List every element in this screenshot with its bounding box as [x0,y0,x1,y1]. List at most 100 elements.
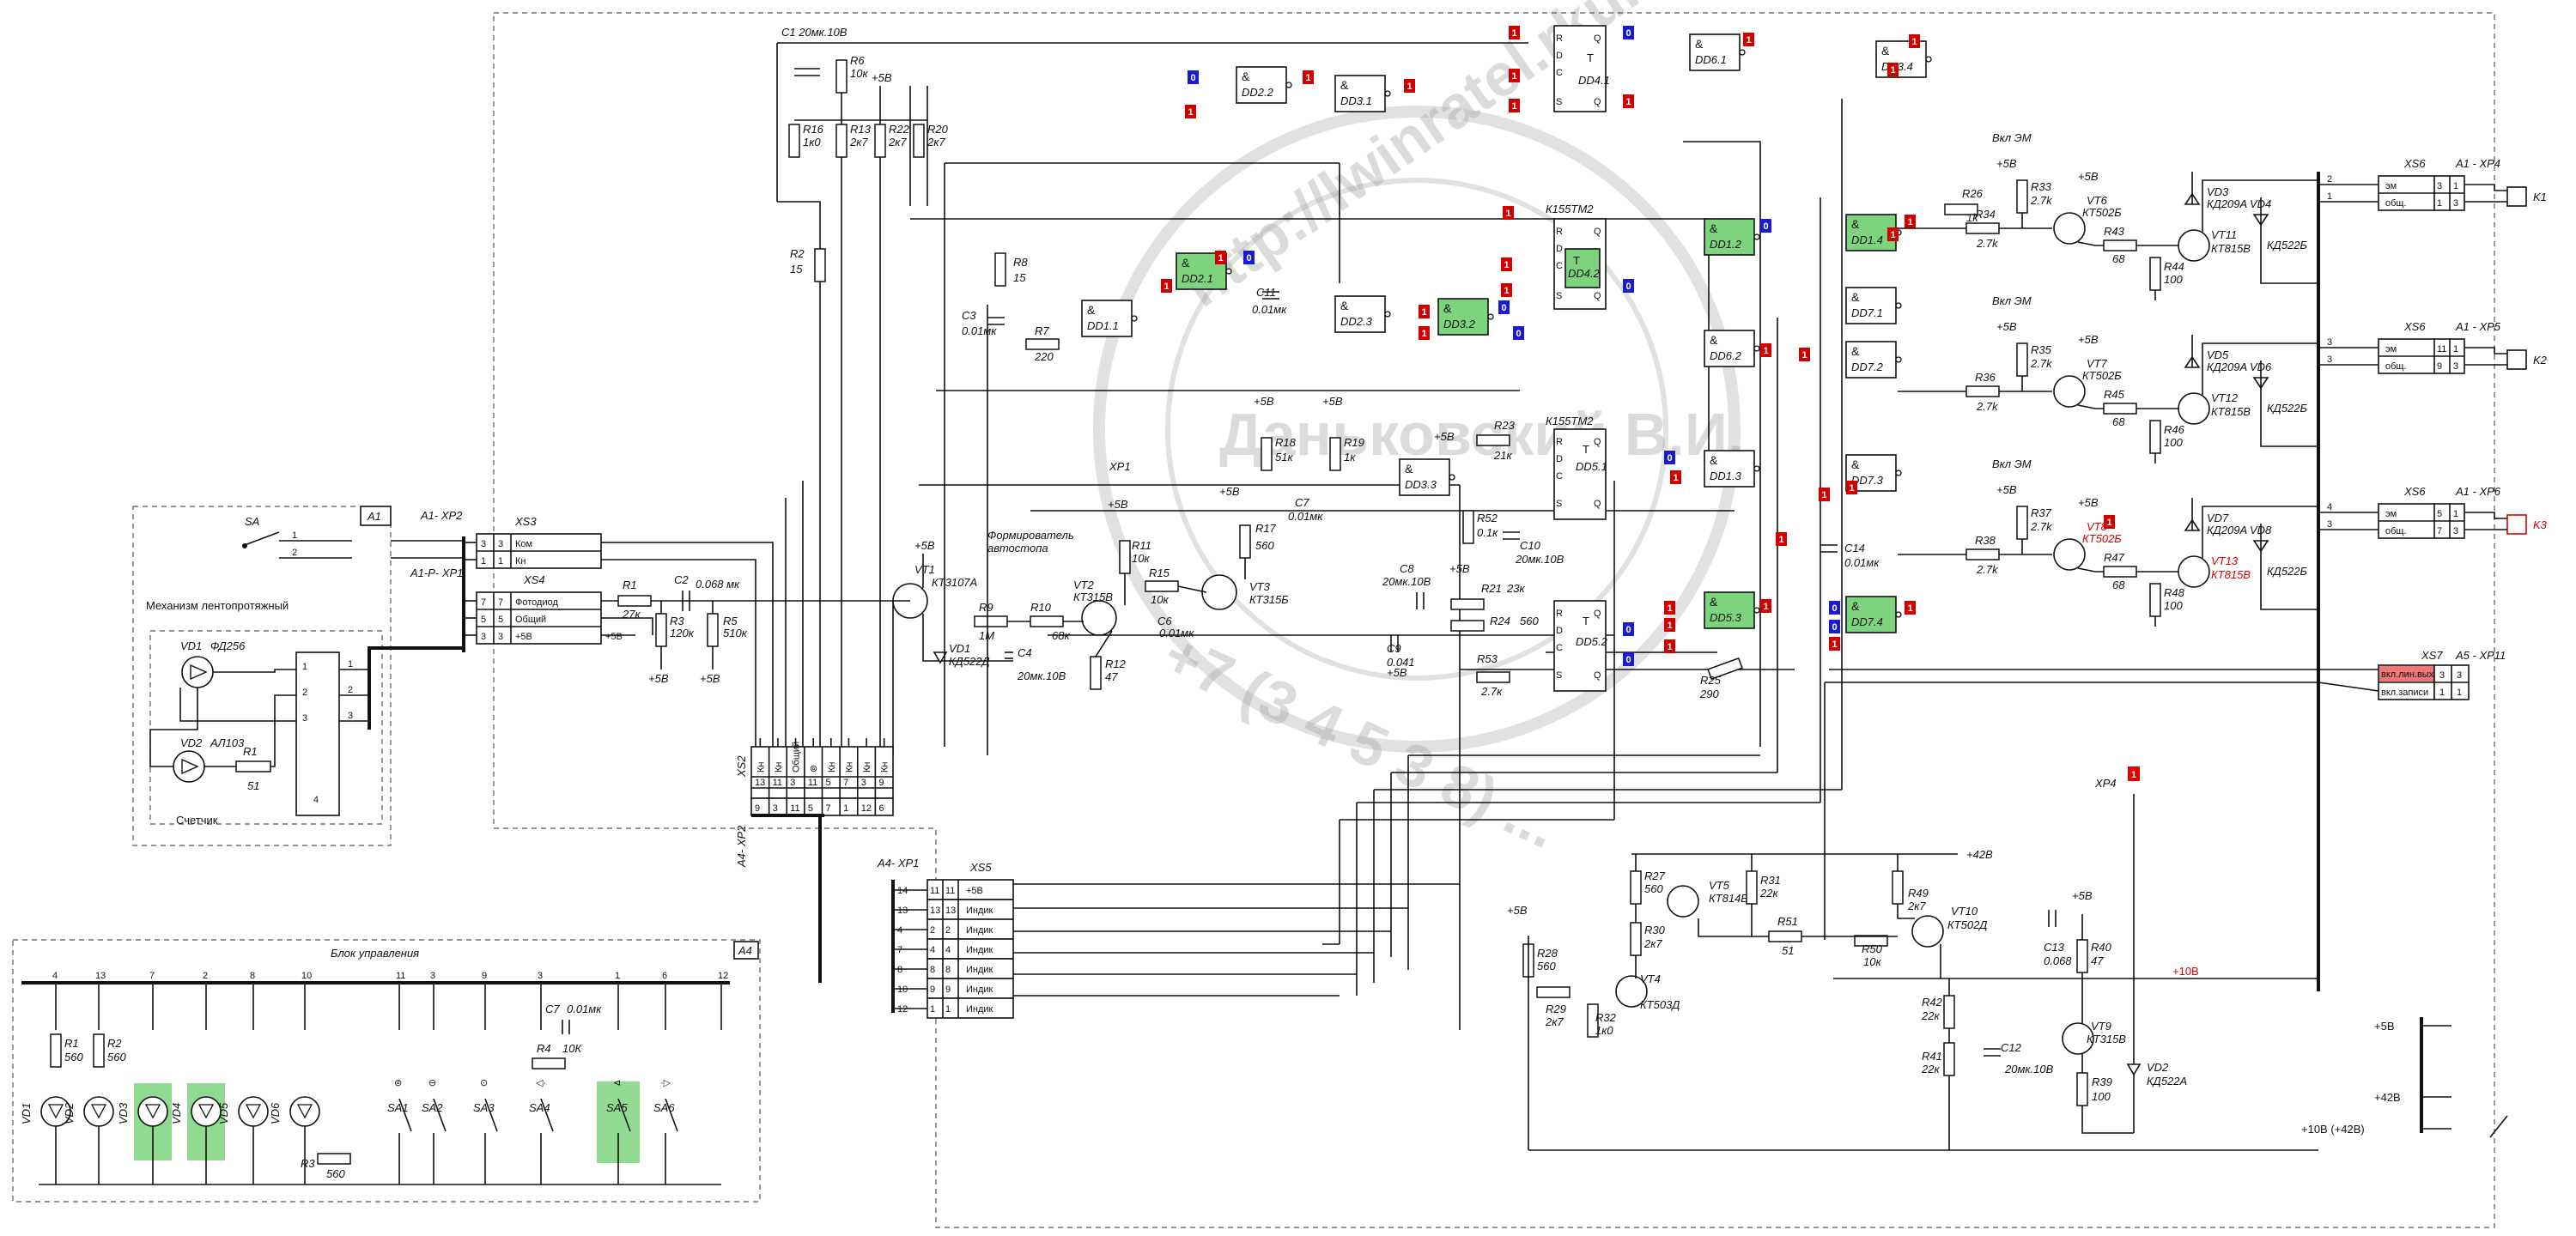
a4-resistor [93,1033,105,1068]
gate-inverter [1449,474,1455,481]
xs7-r2-label: вкл.записи [2381,688,2428,698]
r6-value: 10к [850,67,868,80]
r7-label: R7 [1035,324,1049,337]
gate-and-symbol: & [1695,37,1704,51]
stage-d1-type: КД209А [2207,197,2247,210]
stage-5v: +5В [1996,483,2017,496]
xs2-col-label: Кн [862,762,872,772]
stage-r1-value: 2.7k [2030,357,2053,370]
logic-flag-0 [1829,620,1840,633]
gate-inverter [1384,90,1391,97]
r7-value: 220 [1034,350,1054,363]
a4-led-label: VD2 [63,1102,76,1124]
gate-name: DD3.2 [1443,318,1476,330]
gate-inverter [1895,302,1902,309]
logic-flag-1 [1623,94,1634,108]
r22-value: 2к7 [888,136,907,148]
stage-rb-label: R34 [1975,208,1996,221]
xs6-pin-c: 1 [2453,509,2458,519]
svg-text:1: 1 [302,662,307,672]
logic-flag-value: 1 [1890,230,1895,240]
xs6-label: XS6 [2403,157,2426,170]
r51-label: R51 [1777,915,1798,928]
a4-switch-label: SA2 [422,1101,443,1114]
p42-rail: +42B [2374,1091,2401,1104]
r5-5v: +5В [700,672,720,685]
b-r4-label: R4 [537,1042,551,1055]
gate-inverter [1285,82,1292,88]
a4-led-label: VD3 [117,1102,130,1124]
r51-value: 51 [1782,944,1794,957]
stage-rg [2149,583,2161,617]
stage-wire [2202,179,2318,232]
logic-flag-value: 1 [1907,217,1912,227]
p5-rail: +5В [2374,1020,2395,1033]
a1-xp2-label: A1- XP2 [420,509,463,522]
connector-xs7: XS7 A5 - XP11 вкл.лин.вых вкл.записи 3 3… [2318,649,2506,700]
former-autostop: Формирователь автостопа VT1 КТ3107А +5В … [892,498,1289,690]
logic-flag-value: 1 [1911,37,1917,47]
logic-flag-1 [1846,481,1857,494]
vt4-label: VT4 [1640,972,1661,985]
xs3-label: XS3 [514,515,537,528]
a4-pin: 11 [396,971,405,981]
xs2-col-label: Кн [880,762,890,772]
stage-rg-value: 100 [2164,273,2183,286]
b-c7-value: 0.01мк [567,1003,602,1015]
dd52-name: DD5.2 [1576,635,1608,648]
a4-title: Блок управления [331,947,419,960]
r13-value: 2к7 [849,136,868,148]
a4-pin: 3 [430,971,435,981]
gate-name: DD1.1 [1087,319,1119,332]
relay-label: K3 [2533,518,2548,531]
vt10-label: VT10 [1951,905,1978,918]
xs4-label: XS4 [523,573,545,586]
gate-name: DD6.2 [1710,349,1742,362]
xs5-left-pin: 13 [897,906,908,916]
xs2-col-label: ⊚ [809,765,819,772]
gate-dd2-3 [1334,295,1386,333]
c3-value: 0.01мк [962,324,997,337]
logic-flag-1 [1743,33,1754,46]
a4-resistor [50,1033,62,1068]
stage-pnp [2053,212,2086,245]
b-r4-value: 10К [562,1042,582,1055]
stage-rb-value: 2.7k [1976,400,1999,413]
gate-and-symbol: & [1182,256,1190,270]
stage-d2-type: КД522Б [2267,402,2308,415]
a1-counter: Счетчик [176,814,218,827]
xs2-pin-top: 3 [861,778,866,788]
r20-label: R20 [927,123,949,136]
led-arrow-icon [144,1104,161,1119]
xs5-pin-b: 8 [945,965,951,975]
xs2-pin-top: 5 [826,778,831,788]
xs2-pin-top: 11 [773,778,782,788]
r12-value: 47 [1105,670,1118,683]
former-title2: автостопа [987,542,1048,554]
r23-value: 21к [1493,449,1512,462]
xs3-r2-label: Кн [515,556,526,566]
vkl-em-label: Вкл ЭМ [1992,131,2032,144]
c12-value: 20мк.10В [2004,1063,2054,1075]
logic-flag-1 [1670,470,1681,484]
gate-dd5-3 [1704,591,1755,629]
gate-name: DD7.3 [1851,474,1884,487]
dd51-chip: К155ТМ2 [1546,415,1594,427]
logic-flag-1 [1760,599,1771,613]
switch-blade-icon [617,1098,631,1132]
svg-text:2: 2 [348,685,353,695]
stage-vo-label: VT13 [2211,554,2239,567]
xs6-row1-label: эм [2385,181,2397,191]
xs4-r2-b: 5 [498,615,503,625]
xs5-pin-a: 11 [930,886,939,896]
gate-inverter [1895,470,1902,476]
xs6-pin-d: 3 [2453,361,2458,372]
stage-re-label: R43 [2104,225,2125,238]
gate-inverter [1384,311,1391,318]
gate-and-symbol: & [1710,221,1718,235]
xs6-q2: 3 [2327,354,2332,365]
r41-label: R41 [1922,1050,1942,1063]
r5-value: 510к [723,627,748,639]
a4-xp2-label: A4- XP2 [735,825,748,868]
